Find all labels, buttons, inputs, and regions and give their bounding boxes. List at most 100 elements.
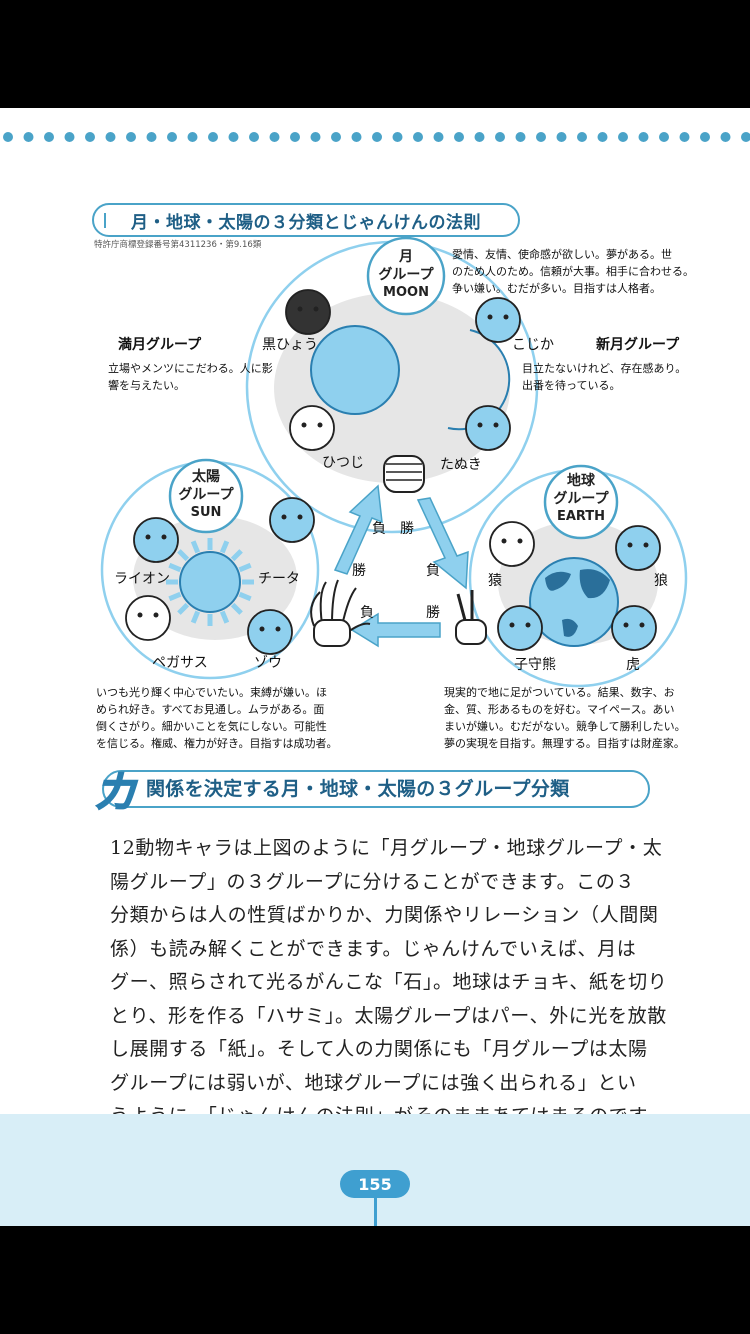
border-dot bbox=[331, 132, 341, 142]
moon-desc-line: 愛情、友情、使命感が欲しい。夢がある。世 bbox=[452, 248, 672, 261]
animal-face-icon bbox=[289, 405, 335, 451]
sun-group-badge bbox=[168, 458, 244, 534]
border-dot bbox=[495, 132, 505, 142]
win-label-bottom: 勝 bbox=[426, 605, 440, 621]
border-dot bbox=[433, 132, 444, 142]
lose-label-left: 負 bbox=[372, 521, 386, 537]
sun-rays bbox=[166, 538, 254, 626]
sun-ray bbox=[177, 549, 190, 562]
earth-desc-line: まいが嫌い。むだがない。競争して勝利したい。 bbox=[444, 720, 686, 733]
animal-label-koala: 子守熊 bbox=[514, 657, 556, 673]
border-dot bbox=[105, 132, 116, 142]
border-dot bbox=[536, 132, 546, 142]
dotted-border bbox=[3, 132, 750, 142]
animal-face-icon bbox=[611, 605, 657, 651]
sun-ray bbox=[190, 610, 201, 624]
trademark-note: 特許庁商標登録番号第4311236・第9.16類 bbox=[94, 240, 262, 250]
crescent-moon-icon bbox=[447, 329, 511, 431]
border-dot bbox=[3, 132, 13, 142]
lose-label-right: 負 bbox=[426, 563, 440, 579]
animal-label-fawn: こじか bbox=[512, 337, 554, 353]
sun-ray bbox=[190, 540, 201, 554]
moon-desc-line: のため人のため。信頼が大事。相手に合わせる。 bbox=[452, 265, 694, 278]
sun-ray bbox=[219, 540, 230, 554]
sun-ray bbox=[230, 549, 243, 562]
animal-label-monkey: 猿 bbox=[488, 573, 502, 589]
sun-desc-line: いつも光り輝く中心でいたい。束縛が嫌い。ほ bbox=[96, 686, 327, 699]
diagram-title-text: 月・地球・太陽の３分類とじゃんけんの法則 bbox=[131, 212, 481, 233]
animal-face-icon bbox=[497, 605, 543, 651]
new-moon-description: 目立たないけれど、存在感あり。 出番を待っている。 bbox=[522, 360, 686, 394]
animal-eye bbox=[153, 612, 159, 618]
border-dot bbox=[208, 132, 218, 142]
animal-label-elephant: ゾウ bbox=[254, 655, 282, 671]
border-dot bbox=[474, 132, 485, 142]
heading-text: 関係を決定する月・地球・太陽の３グループ分類 bbox=[146, 778, 570, 800]
border-dot bbox=[515, 132, 526, 142]
animal-eye bbox=[281, 514, 287, 520]
border-dot bbox=[228, 132, 239, 142]
sun-ray bbox=[238, 591, 252, 602]
lose-label-bottom: 負 bbox=[360, 605, 374, 621]
animal-eye bbox=[137, 612, 143, 618]
body-line: グー、照らされて光るがんこな「石」。地球はチョキ、紙を切り bbox=[110, 971, 668, 993]
moon-label-top: 月 bbox=[399, 249, 413, 265]
animal-eye bbox=[259, 626, 265, 632]
border-dot bbox=[577, 132, 587, 142]
animal-label-lion: ライオン bbox=[114, 571, 170, 587]
border-dot bbox=[741, 132, 750, 142]
animal-eye bbox=[487, 314, 493, 320]
sun-group-label: 太陽 グループ SUN bbox=[170, 468, 242, 522]
border-dot bbox=[249, 132, 259, 142]
moon-label-en: MOON bbox=[383, 285, 429, 300]
sun-desc-line: 倒くさがり。細かいことを気にしない。可能性 bbox=[96, 720, 327, 733]
sun-label-en: SUN bbox=[190, 505, 222, 520]
animal-eye bbox=[301, 422, 307, 428]
sun-label-mid: グループ bbox=[178, 487, 234, 503]
animal-face-icon bbox=[465, 405, 511, 451]
heading-frame bbox=[102, 770, 650, 808]
animal-eye bbox=[525, 622, 531, 628]
animal-eye bbox=[297, 514, 303, 520]
animal-label-tiger: 虎 bbox=[626, 657, 640, 673]
scissors-hand-icon bbox=[455, 590, 487, 645]
border-dot bbox=[310, 132, 321, 142]
border-dot bbox=[44, 132, 54, 142]
rock-hand-icon bbox=[383, 455, 425, 493]
win-label-top: 勝 bbox=[400, 521, 414, 537]
moon-group-badge bbox=[366, 236, 446, 316]
animal-label-black-panther: 黒ひょう bbox=[262, 337, 318, 353]
animal-eye bbox=[493, 422, 499, 428]
animal-face-icon bbox=[489, 521, 535, 567]
body-line: 陽グループ」の３グループに分けることができます。この３ bbox=[110, 870, 636, 893]
animal-eye bbox=[477, 422, 483, 428]
border-dot bbox=[372, 132, 382, 142]
full-moon-desc-line: 立場やメンツにこだわる。人に影 bbox=[108, 362, 273, 375]
full-moon-desc-line: 響を与えたい。 bbox=[108, 379, 185, 392]
sun-ray bbox=[168, 591, 182, 602]
animal-label-sheep: ひつじ bbox=[322, 455, 364, 471]
animal-eye bbox=[509, 622, 515, 628]
animal-face-icon bbox=[615, 525, 661, 571]
moon-desc-line: 争い嫌い。むだが多い。目指すは人格者。 bbox=[452, 282, 661, 295]
border-dot bbox=[597, 132, 608, 142]
sun-ray bbox=[168, 562, 182, 573]
earth-group-badge bbox=[543, 464, 619, 540]
animal-label-cheetah: チータ bbox=[258, 571, 300, 587]
new-moon-desc-line: 出番を待っている。 bbox=[522, 379, 621, 392]
border-dot bbox=[126, 132, 136, 142]
border-dot bbox=[659, 132, 669, 142]
animal-face-icon bbox=[247, 609, 293, 655]
border-dot bbox=[290, 132, 300, 142]
sun-desc-line: められ好き。すべてお見通し。ムラがある。面 bbox=[96, 703, 325, 716]
body-line: 12動物キャラは上図のように「月グループ・地球グループ・太 bbox=[110, 837, 663, 859]
sun-label-top: 太陽 bbox=[192, 469, 220, 485]
janken-diagram bbox=[100, 236, 688, 688]
animal-eye bbox=[297, 306, 303, 312]
border-dot bbox=[167, 132, 177, 142]
animal-face-icon bbox=[285, 289, 331, 335]
new-moon-group-label: 新月グループ bbox=[596, 337, 680, 353]
earth-label-top: 地球 bbox=[567, 473, 595, 489]
title-marker bbox=[104, 213, 106, 228]
body-line: し展開する「紙」。そして人の力関係にも「月グループは太陽 bbox=[110, 1038, 648, 1060]
